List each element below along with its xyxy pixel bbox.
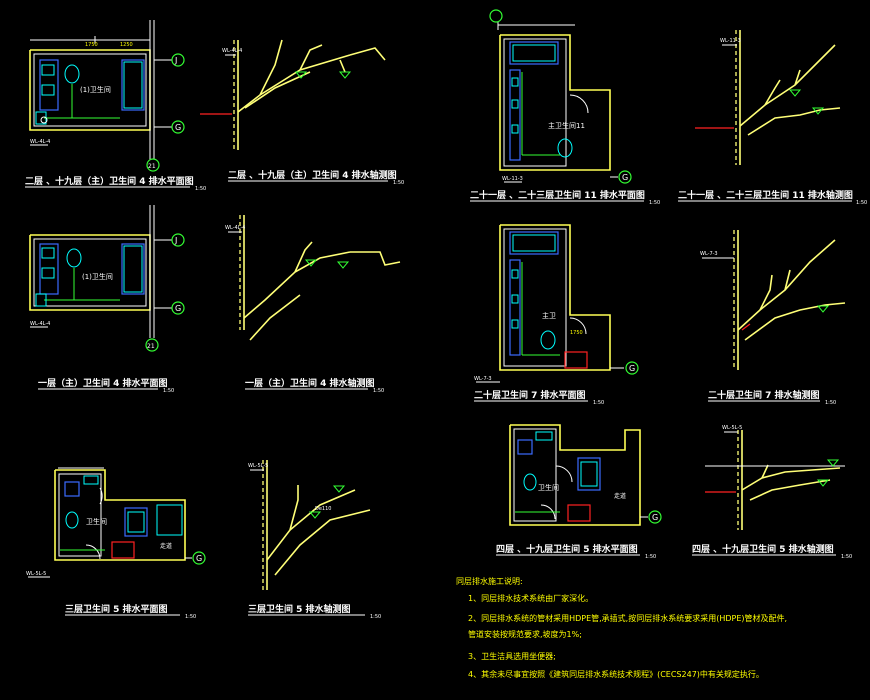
axo-label: De110 bbox=[315, 506, 331, 512]
pipe-tag: WL-5L-5 bbox=[248, 463, 268, 469]
plan-drawing-d11: 卫生间 走道 G 四层 、十九层卫生间 5 排水平面图 1:50 bbox=[496, 424, 662, 560]
axonometric-drawing-d2: WL-4L-4 二层 、十九层（主）卫生间 4 排水轴测图 1:50 bbox=[200, 39, 404, 186]
room-label: 卫生间 bbox=[86, 517, 107, 526]
drawing-title: 三层卫生间 5 排水平面图 bbox=[65, 603, 168, 615]
notes-item: 4、其余未尽事宜按照《建筑同层排水系统技术规程》(CECS247)中有关规定执行… bbox=[468, 669, 764, 679]
drawing-scale: 1:50 bbox=[593, 400, 604, 406]
drawing-title: 二十层卫生间 7 排水轴测图 bbox=[708, 389, 820, 401]
dimension-label: 1750 bbox=[570, 330, 583, 336]
drawing-scale: 1:50 bbox=[649, 200, 660, 206]
pipe-tag: WL-4L-4 bbox=[222, 48, 242, 54]
axis-label: 21 bbox=[147, 343, 155, 350]
axis-bubble-21 bbox=[146, 158, 160, 172]
axonometric-drawing-d12: WL-5L-5 四层 、十九层卫生间 5 排水轴测图 1:50 bbox=[692, 425, 852, 560]
axis-bubble-j bbox=[171, 233, 185, 247]
drawing-scale: 1:50 bbox=[393, 180, 404, 186]
drawing-scale: 1:50 bbox=[856, 200, 867, 206]
pipe-tag: WL-4L-4 bbox=[225, 225, 245, 231]
drawing-scale: 1:50 bbox=[163, 388, 174, 394]
drawing-title: 一层（主）卫生间 4 排水轴测图 bbox=[245, 377, 375, 389]
axis-bubble-g bbox=[648, 510, 662, 524]
pipe-tag: WL-5L-5 bbox=[722, 425, 742, 431]
drawing-title: 二层 、十九层（主）卫生间 4 排水平面图 bbox=[25, 175, 194, 187]
dimension-label: 1250 bbox=[120, 42, 133, 48]
axis-bubble-21 bbox=[145, 338, 159, 352]
axis-label: G bbox=[175, 123, 181, 132]
drawing-title: 二十一层 、二十三层卫生间 11 排水平面图 bbox=[470, 189, 645, 201]
axis-bubble-g bbox=[171, 120, 185, 134]
axonometric-drawing-d6: De110 WL-5L-5 三层卫生间 5 排水轴测图 1:50 bbox=[248, 460, 381, 620]
pipe-tag: WL-4L-4 bbox=[30, 321, 50, 327]
drawing-scale: 1:50 bbox=[825, 400, 836, 406]
dimension-label: 1750 bbox=[85, 42, 98, 48]
pipe-tag: WL-7-3 bbox=[474, 376, 492, 382]
plan-drawing-d3: (1)卫生间 J G 21 WL-4L-4 一层（主）卫生间 4 排水平面图 1… bbox=[29, 205, 185, 394]
axis-label: 21 bbox=[148, 163, 156, 170]
axis-bubble-g bbox=[618, 170, 632, 184]
pipe-tag: WL-11-3 bbox=[502, 176, 523, 182]
room-label: (1)卫生间 bbox=[80, 85, 111, 94]
pipe-tag: WL-5L-5 bbox=[26, 571, 46, 577]
drawing-scale: 1:50 bbox=[841, 554, 852, 560]
axonometric-drawing-d4: WL-4L-4 一层（主）卫生间 4 排水轴测图 1:50 bbox=[225, 215, 401, 394]
drawing-title: 二层 、十九层（主）卫生间 4 排水轴测图 bbox=[228, 169, 397, 181]
axis-label: G bbox=[196, 554, 202, 563]
notes-heading: 同层排水施工说明: bbox=[456, 576, 523, 586]
plan-drawing-d9: 主卫 1750 G WL-7-3 二十层卫生间 7 排水平面图 1:50 bbox=[474, 224, 639, 406]
axis-bubble-j bbox=[171, 53, 185, 67]
construction-notes: 同层排水施工说明: 1、同层排水技术系统由厂家深化。 2、同层排水系统的管材采用… bbox=[456, 576, 787, 679]
notes-item: 1、同层排水技术系统由厂家深化。 bbox=[468, 593, 593, 603]
axis-label: G bbox=[652, 513, 658, 522]
room-label-aux: 走道 bbox=[614, 492, 626, 500]
axonometric-drawing-d8: WL-11-3 二十一层 、二十三层卫生间 11 排水轴测图 1:50 bbox=[678, 30, 867, 206]
room-label: 卫生间 bbox=[538, 483, 559, 492]
drawing-title: 三层卫生间 5 排水轴测图 bbox=[248, 603, 351, 615]
axis-bubble-g bbox=[192, 551, 206, 565]
notes-item: 3、卫生洁具选用坐便器; bbox=[468, 651, 556, 661]
drawing-scale: 1:50 bbox=[185, 614, 196, 620]
drawing-scale: 1:50 bbox=[370, 614, 381, 620]
axis-bubble bbox=[489, 9, 503, 23]
axis-label: G bbox=[175, 304, 181, 313]
pipe-tag: WL-11-3 bbox=[720, 38, 741, 44]
axis-label: G bbox=[629, 364, 635, 373]
plan-drawing-d1: (1)卫生间 1750 1250 J G 21 WL-4L-4 二层 、十九层（… bbox=[25, 20, 206, 192]
axis-bubble-g bbox=[625, 361, 639, 375]
axis-label: G bbox=[622, 173, 628, 182]
drawing-title: 四层 、十九层卫生间 5 排水轴测图 bbox=[692, 543, 834, 555]
plan-drawing-d7: 主卫生间11 G WL-11-3 二十一层 、二十三层卫生间 11 排水平面图 … bbox=[470, 9, 660, 206]
room-label: (1)卫生间 bbox=[82, 272, 113, 281]
drawing-title: 四层 、十九层卫生间 5 排水平面图 bbox=[496, 543, 638, 555]
drawing-scale: 1:50 bbox=[195, 186, 206, 192]
room-label: 主卫生间11 bbox=[548, 121, 585, 130]
room-label-aux: 走道 bbox=[160, 542, 172, 550]
drawing-title: 一层（主）卫生间 4 排水平面图 bbox=[38, 377, 168, 389]
axonometric-drawing-d10: WL-7-3 二十层卫生间 7 排水轴测图 1:50 bbox=[700, 230, 846, 406]
drawing-title: 二十层卫生间 7 排水平面图 bbox=[474, 389, 586, 401]
axis-label: J bbox=[174, 236, 177, 245]
room-label: 主卫 bbox=[542, 311, 556, 320]
axis-bubble-g bbox=[171, 301, 185, 315]
drawing-scale: 1:50 bbox=[373, 388, 384, 394]
drawing-scale: 1:50 bbox=[645, 554, 656, 560]
pipe-tag: WL-4L-4 bbox=[30, 139, 50, 145]
notes-item: 管道安装按规范要求,坡度为1%; bbox=[468, 629, 582, 639]
notes-item: 2、同层排水系统的管材采用HDPE管,承插式,按同层排水系统要求采用(HDPE)… bbox=[468, 613, 787, 623]
axis-label: J bbox=[174, 56, 177, 65]
plan-drawing-d5: 卫生间 走道 G WL-5L-5 三层卫生间 5 排水平面图 1:50 bbox=[26, 467, 206, 620]
pipe-tag: WL-7-3 bbox=[700, 251, 718, 257]
drawing-title: 二十一层 、二十三层卫生间 11 排水轴测图 bbox=[678, 189, 853, 201]
